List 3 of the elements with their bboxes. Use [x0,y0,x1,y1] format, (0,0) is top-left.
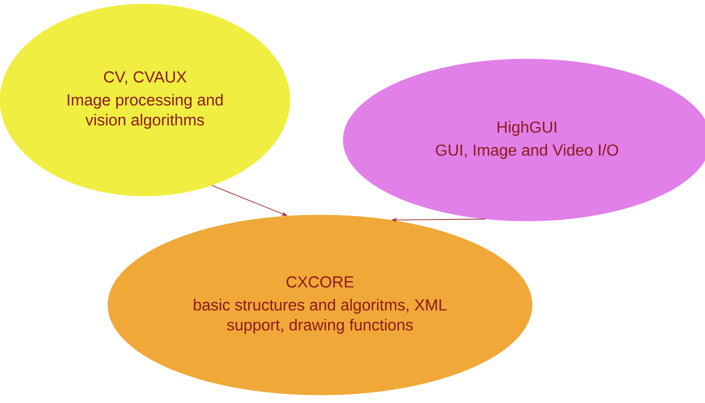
ellipse-node: HighGUI GUI, Image and Video I/O [342,58,705,222]
ellipse-node: CV, CVAUX Image processing and vision algorithms [0,4,290,196]
ellipse-node: CXCORE basic structures and algoritms, XML support, drawing functions [108,214,532,396]
